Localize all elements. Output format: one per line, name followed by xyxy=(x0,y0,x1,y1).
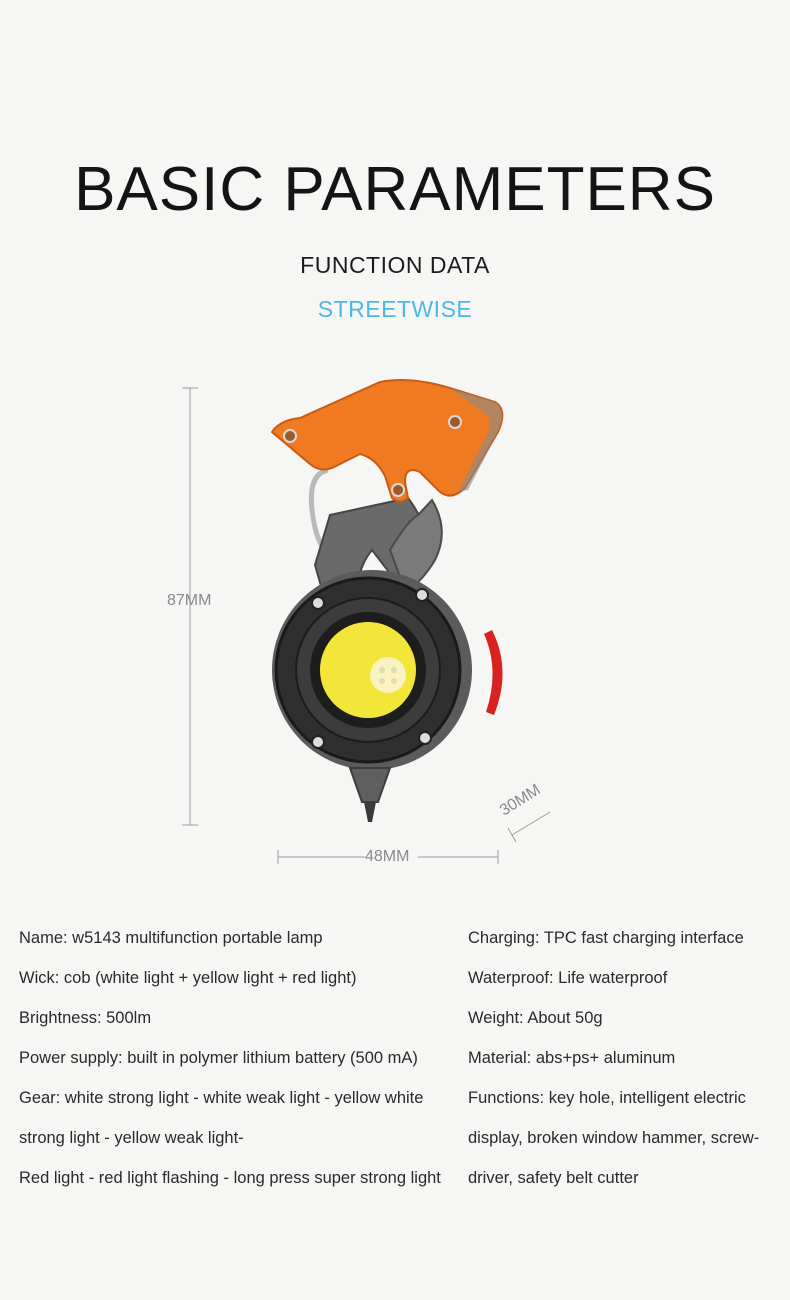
spec-item: driver, safety belt cutter xyxy=(468,1169,639,1187)
page-title: BASIC PARAMETERS xyxy=(74,155,716,224)
product-diagram: 87MM 48MM 30MM xyxy=(150,370,570,880)
brand-name: STREETWISE xyxy=(317,296,473,322)
spec-column-left: Name: w5143 multifunction portable lamp … xyxy=(19,918,459,1198)
spec-item: Power supply: built in polymer lithium b… xyxy=(19,1049,418,1067)
spec-item: Brightness: 500lm xyxy=(19,1009,152,1027)
spec-column-right: Charging: TPC fast charging interface Wa… xyxy=(468,918,778,1198)
spec-item: display, broken window hammer, screw- xyxy=(468,1129,760,1147)
spec-item: Wick: cob (white light + yellow light + … xyxy=(19,969,357,987)
spec-item: Functions: key hole, intelligent electri… xyxy=(468,1089,746,1107)
red-side-button xyxy=(484,630,503,715)
product-illustration xyxy=(182,379,551,864)
depth-dimension-line xyxy=(507,811,551,843)
spec-item: strong light - yellow weak light- xyxy=(19,1129,244,1147)
glass-breaker-tip xyxy=(348,767,392,803)
spec-item: Name: w5143 multifunction portable lamp xyxy=(19,929,323,947)
width-dimension-line xyxy=(277,850,499,864)
spec-item: Weight: About 50g xyxy=(468,1009,603,1027)
width-label: 48MM xyxy=(365,848,410,865)
spec-item: Waterproof: Life waterproof xyxy=(468,969,668,987)
height-dimension-line xyxy=(182,387,198,826)
spec-item: Material: abs+ps+ aluminum xyxy=(468,1049,676,1067)
height-label: 87MM xyxy=(167,592,212,609)
section-subtitle: FUNCTION DATA xyxy=(300,252,490,278)
spec-item: Charging: TPC fast charging interface xyxy=(468,929,744,947)
spec-item: Gear: white strong light - white weak li… xyxy=(19,1089,424,1107)
cob-lens xyxy=(320,622,416,718)
orange-handle xyxy=(270,379,504,503)
spec-item: Red light - red light flashing - long pr… xyxy=(19,1169,441,1187)
